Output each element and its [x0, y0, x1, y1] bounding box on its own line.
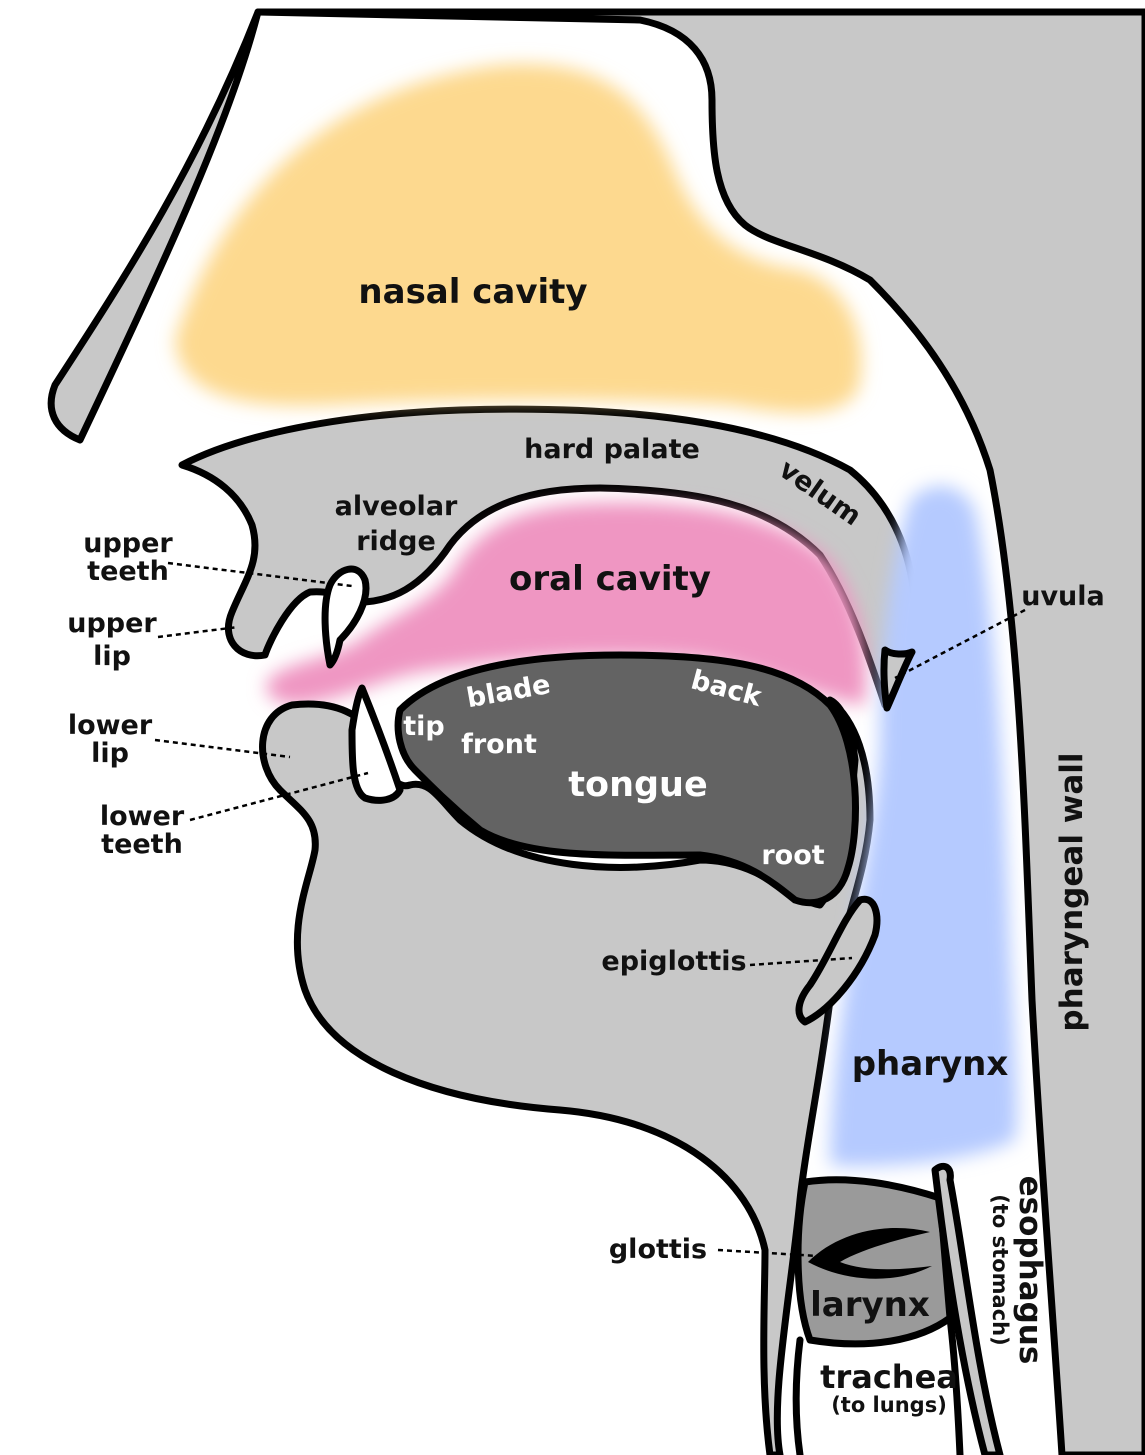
tongue-shape — [394, 651, 859, 907]
label-upper-teeth-2: teeth — [87, 556, 169, 587]
nasal-cavity-region — [175, 64, 862, 413]
upper-jaw-tissue — [178, 405, 918, 709]
label-upper-teeth-1: upper — [83, 528, 173, 559]
label-epiglottis: epiglottis — [601, 946, 746, 977]
trachea-wall-right — [946, 1314, 964, 1455]
esophagus-wall — [931, 1162, 1004, 1455]
label-pharyngeal-wall: pharyngeal wall — [1054, 752, 1090, 1031]
label-nasal-cavity: nasal cavity — [358, 272, 587, 312]
label-lower-teeth-2: teeth — [101, 829, 183, 860]
larynx-shape — [794, 1176, 954, 1348]
upper-lip-leader — [157, 625, 239, 639]
glottis-shape — [808, 1227, 932, 1279]
label-trachea-note: (to lungs) — [831, 1393, 947, 1417]
label-pharynx: pharynx — [852, 1044, 1009, 1084]
label-hard-palate: hard palate — [524, 434, 700, 465]
label-trachea: trachea — [820, 1358, 958, 1396]
label-oral-cavity: oral cavity — [509, 559, 711, 599]
label-esophagus-note: (to stomach) — [988, 1194, 1012, 1345]
label-lower-lip-2: lip — [91, 738, 129, 769]
label-alveolar-ridge-2: ridge — [356, 526, 436, 557]
label-lower-lip-1: lower — [68, 710, 153, 741]
label-uvula: uvula — [1021, 581, 1105, 612]
back-tissue — [254, 8, 1145, 1455]
epiglottis-leader — [749, 956, 853, 967]
lower-jaw-tissue — [259, 696, 874, 1455]
upper-teeth-leader — [167, 561, 353, 588]
oral-cavity-region — [266, 502, 867, 705]
label-esophagus: esophagus — [1012, 1176, 1048, 1365]
label-tip: tip — [403, 711, 445, 742]
label-larynx: larynx — [810, 1285, 930, 1325]
label-alveolar-ridge-1: alveolar — [335, 491, 458, 522]
label-root: root — [761, 840, 824, 871]
label-front: front — [461, 729, 537, 760]
label-glottis: glottis — [609, 1234, 707, 1265]
lower-teeth-shape — [348, 684, 404, 804]
label-upper-lip-1: upper — [67, 608, 157, 639]
upper-teeth-shape — [321, 565, 370, 669]
glottis-leader — [717, 1248, 819, 1258]
trachea-wall-left — [792, 1336, 804, 1455]
uvula-shape — [880, 646, 916, 712]
lower-lip-leader — [154, 738, 291, 759]
label-lower-teeth-1: lower — [100, 801, 185, 832]
uvula-leader — [894, 608, 1026, 680]
lower-teeth-leader — [189, 771, 369, 822]
nose-tissue — [47, 8, 262, 444]
pharynx-region — [830, 486, 1018, 1167]
epiglottis-shape — [795, 895, 881, 1026]
label-upper-lip-2: lip — [93, 641, 131, 672]
label-tongue: tongue — [568, 765, 707, 805]
